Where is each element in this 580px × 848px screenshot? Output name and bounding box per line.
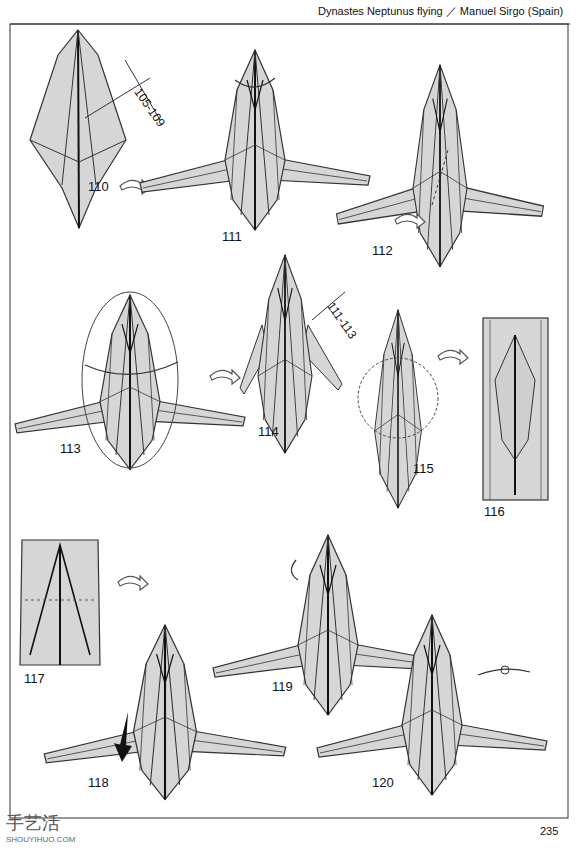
next-arrow	[210, 370, 240, 384]
next-arrow	[438, 350, 468, 364]
detail-ellipse	[82, 292, 178, 468]
running-header: Dynastes Neptunus flying ／ Manuel Sirgo …	[318, 6, 563, 17]
step-number: 119	[272, 680, 293, 693]
step-114-figure	[240, 255, 345, 453]
next-arrow	[395, 214, 425, 228]
step-number: 120	[372, 776, 394, 789]
turn-arrow	[235, 78, 275, 87]
turn-arrow	[291, 560, 298, 580]
step-120-figure	[317, 615, 547, 795]
step-number: 114	[258, 425, 279, 438]
reference-steps: 111-113	[325, 300, 359, 341]
step-113-figure	[15, 295, 245, 470]
step-number: 113	[60, 442, 81, 455]
fold-line	[432, 150, 448, 205]
step-number: 116	[484, 505, 505, 518]
reference-steps: 105-109	[132, 86, 167, 129]
step-115-figure	[375, 310, 422, 508]
push-arrow	[114, 712, 132, 762]
step-number: 112	[372, 244, 393, 257]
page-frame	[10, 24, 568, 818]
page-number: 235	[540, 826, 558, 837]
step-118-figure	[44, 625, 286, 800]
turn-over-symbol	[501, 666, 509, 674]
turn-arrow	[85, 362, 178, 374]
step-number: 118	[88, 776, 109, 789]
step-number: 111	[222, 230, 242, 243]
step-110-figure	[30, 30, 160, 228]
step-112-figure	[337, 65, 544, 267]
step-117-figure	[20, 540, 100, 665]
watermark-url: SHOUYIHUO.COM	[6, 836, 75, 844]
step-number: 115	[413, 462, 434, 475]
detail-circle	[358, 358, 438, 438]
step-number: 117	[24, 672, 45, 685]
next-arrow	[118, 576, 148, 590]
step-111-figure	[140, 50, 370, 230]
watermark: 手艺活	[6, 814, 60, 832]
step-116-figure	[483, 318, 548, 500]
step-number: 110	[88, 180, 109, 193]
